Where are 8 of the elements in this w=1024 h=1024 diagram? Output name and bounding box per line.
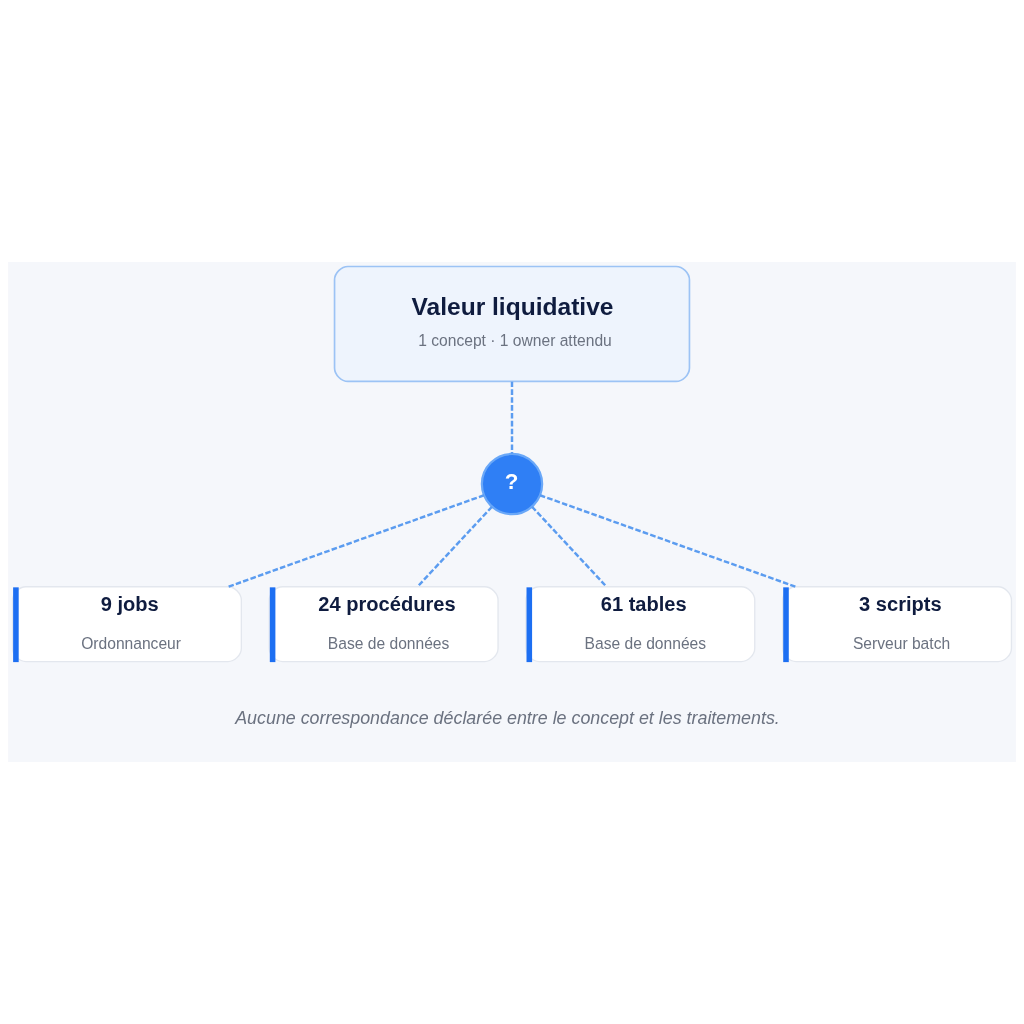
connector [510,381,514,454]
node-circle: ? [480,452,544,516]
node-box: Valeur liquidative 1 concept · 1 owner attendu [333,265,691,383]
connector [539,494,796,588]
caption: Aucune correspondance déclarée entre le concept et les traitements. [235,707,780,728]
connector [416,505,493,588]
connector [228,494,485,588]
connector [531,505,608,588]
